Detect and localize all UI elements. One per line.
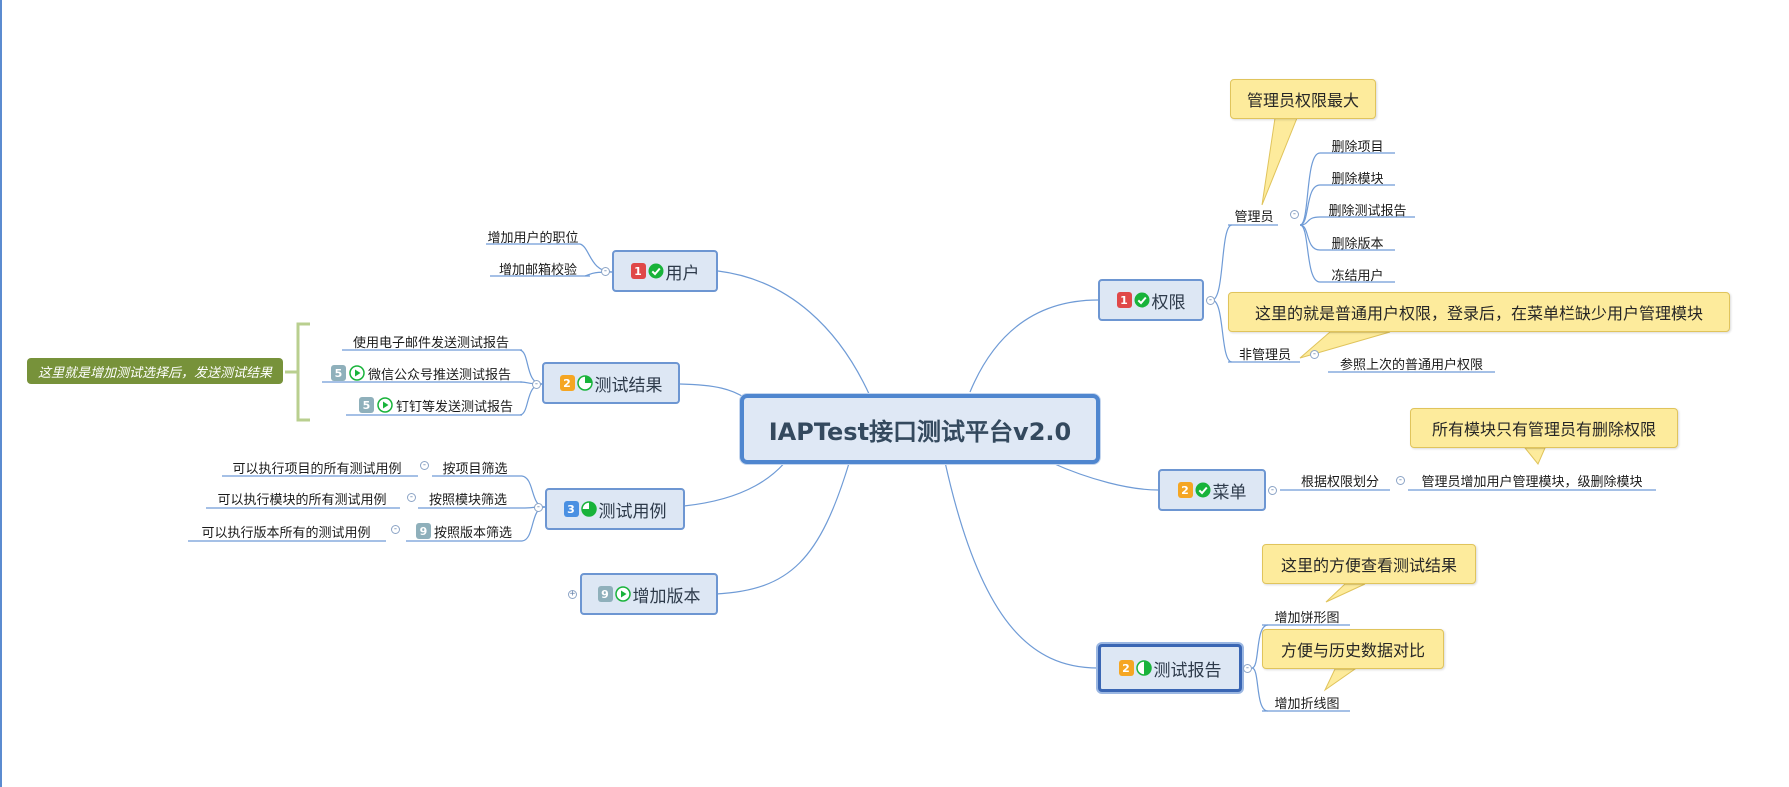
collapse-toggle-results[interactable]: - [532,379,541,389]
check-circle-icon [1134,292,1150,308]
progress-half-icon [1135,660,1152,676]
branch-run-version-cases[interactable]: 可以执行版本所有的测试用例 [201,525,371,541]
topic-test-cases[interactable]: 3 测试用例 [545,488,685,530]
topic-users[interactable]: 1 用户 [612,250,718,292]
priority-badge: 1 [1116,292,1132,308]
branch-add-line-chart[interactable]: 增加折线图 [1274,697,1340,712]
progress-three-quarter-icon [580,501,597,517]
branch-wechat-report[interactable]: 5 微信公众号推送测试报告 [322,364,520,383]
branch-add-user-position[interactable]: 增加用户的职位 [487,230,579,246]
topic-permissions[interactable]: 1 权限 [1098,279,1204,321]
topic-users-label: 用户 [665,263,700,284]
branch-run-project-cases[interactable]: 可以执行项目的所有测试用例 [232,461,402,477]
branch-admin-delete-project[interactable]: 删除项目 [1331,139,1384,155]
progress-quarter-icon [576,375,593,391]
callout-report-pie[interactable]: 这里的方便查看测试结果 [1262,544,1476,584]
branch-admin[interactable]: 管理员 [1234,209,1274,225]
canvas-left-edge [0,0,2,787]
branch-admin-delete-module[interactable]: 删除模块 [1331,171,1384,187]
branch-add-email-validation[interactable]: 增加邮箱校验 [498,262,577,278]
collapse-toggle-module[interactable]: - [407,492,416,502]
branch-email-report[interactable]: 使用电子邮件发送测试报告 [352,335,509,351]
collapse-toggle-permissions[interactable]: - [1206,295,1215,305]
topic-test-results[interactable]: 2 测试结果 [542,362,680,404]
branch-menu-detail[interactable]: 管理员增加用户管理模块，级删除模块 [1421,475,1643,490]
priority-badge: 2 [1177,482,1193,498]
priority-badge: 2 [1118,660,1134,676]
callout-menu-note[interactable]: 所有模块只有管理员有删除权限 [1410,408,1678,448]
play-icon [349,365,365,381]
topic-test-results-label: 测试结果 [594,375,663,396]
branch-add-pie-chart[interactable]: 增加饼形图 [1274,611,1340,626]
topic-menu-label: 菜单 [1212,482,1247,503]
priority-badge: 9 [597,586,613,602]
topic-add-version-label: 增加版本 [632,586,701,607]
collapse-toggle-cases[interactable]: - [534,502,543,512]
callout-report-line[interactable]: 方便与历史数据对比 [1262,629,1444,669]
collapse-toggle-project[interactable]: - [420,460,429,470]
topic-menu[interactable]: 2 菜单 [1158,469,1266,511]
branch-filter-by-project[interactable]: 按项目筛选 [442,461,508,477]
branch-dingtalk-report[interactable]: 5 钉钉等发送测试报告 [352,396,520,415]
root-topic[interactable]: IAPTest接口测试平台v2.0 [740,394,1100,464]
check-circle-icon [1195,482,1211,498]
branch-run-module-cases[interactable]: 可以执行模块的所有测试用例 [217,492,387,508]
priority-badge: 9 [415,523,431,539]
branch-by-permission[interactable]: 根据权限划分 [1300,475,1379,490]
priority-badge: 2 [559,375,575,391]
priority-badge: 5 [358,397,374,413]
branch-admin-freeze-user[interactable]: 冻结用户 [1331,268,1384,284]
branch-filter-by-module[interactable]: 按照模块筛选 [428,492,507,508]
collapse-toggle-admin[interactable]: - [1290,209,1299,219]
branch-non-admin-previous-rights[interactable]: 参照上次的普通用户权限 [1339,358,1483,373]
priority-badge: 3 [563,501,579,517]
root-title: IAPTest接口测试平台v2.0 [768,417,1072,446]
branch-filter-by-version[interactable]: 9 按照版本筛选 [406,522,522,541]
topic-add-version[interactable]: 9 增加版本 [580,573,718,615]
play-icon [377,397,393,413]
collapse-toggle-users[interactable]: - [601,266,610,276]
collapse-toggle-version-filter[interactable]: - [391,524,400,534]
topic-permissions-label: 权限 [1151,292,1186,313]
collapse-toggle-report[interactable]: - [1243,663,1252,673]
collapse-toggle-by-permission[interactable]: - [1396,475,1405,485]
topic-test-report-label: 测试报告 [1153,660,1222,681]
check-circle-icon [648,263,664,279]
summary-label[interactable]: 这里就是增加测试选择后，发送测试结果 [27,358,283,384]
topic-test-cases-label: 测试用例 [598,501,667,522]
collapse-toggle-menu[interactable]: - [1268,485,1277,495]
priority-badge: 5 [330,365,346,381]
branch-admin-delete-report[interactable]: 删除测试报告 [1328,203,1407,219]
callout-admin-max[interactable]: 管理员权限最大 [1230,79,1376,119]
priority-badge: 1 [630,263,646,279]
branch-admin-delete-version[interactable]: 删除版本 [1331,236,1384,252]
callout-non-admin-note[interactable]: 这里的就是普通用户权限，登录后，在菜单栏缺少用户管理模块 [1228,292,1730,332]
topic-test-report[interactable]: 2 测试报告 [1098,644,1242,692]
expand-toggle-version[interactable]: + [568,589,577,599]
play-icon [614,586,631,602]
collapse-toggle-non-admin[interactable]: - [1310,349,1319,359]
branch-non-admin[interactable]: 非管理员 [1238,348,1291,363]
